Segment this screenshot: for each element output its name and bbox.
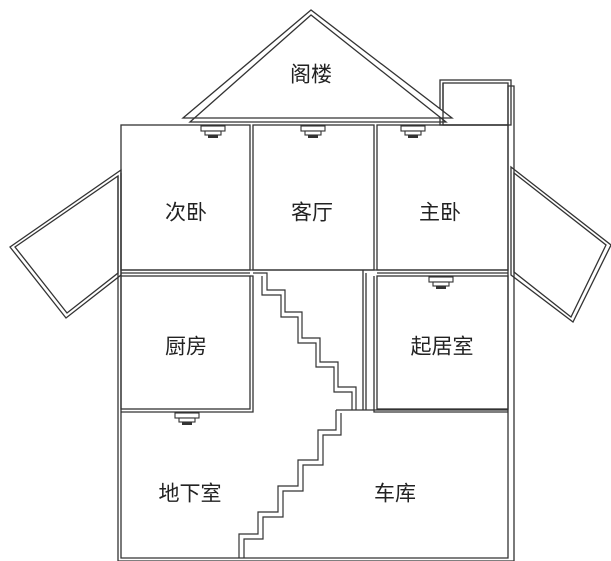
label-garage: 车库 xyxy=(374,482,416,506)
room-second-bedroom xyxy=(120,124,251,271)
upper-staircase xyxy=(253,272,357,410)
smoke-detector-icon xyxy=(300,125,326,138)
kitchen-wall-outer xyxy=(121,275,254,413)
smoke-detector-icon xyxy=(200,125,226,138)
left-eave xyxy=(9,168,122,319)
smoke-detector-icon xyxy=(174,412,200,425)
room-family-room xyxy=(376,275,509,410)
room-master-bedroom xyxy=(376,124,509,271)
upper-staircase-inner xyxy=(261,276,353,410)
lower-staircase xyxy=(238,410,337,558)
label-basement: 地下室 xyxy=(159,482,222,506)
label-family-room: 起居室 xyxy=(411,335,474,359)
label-master-bedroom: 主卧 xyxy=(419,201,461,225)
smoke-detector-icon xyxy=(400,125,426,138)
lower-staircase-inner xyxy=(243,413,342,558)
chimney xyxy=(439,79,512,126)
label-kitchen: 厨房 xyxy=(165,335,207,359)
family-wall-outer xyxy=(373,276,508,413)
smoke-detector-icon xyxy=(428,276,454,289)
label-living-room: 客厅 xyxy=(291,201,333,225)
attic-roof-inner xyxy=(188,14,448,123)
label-attic: 阁楼 xyxy=(290,63,332,87)
label-second-bedroom: 次卧 xyxy=(165,201,207,225)
room-living-room xyxy=(252,124,375,271)
right-eave xyxy=(510,165,611,323)
room-kitchen xyxy=(120,275,251,410)
house-outer-wall xyxy=(117,85,515,561)
attic-roof xyxy=(181,9,454,119)
